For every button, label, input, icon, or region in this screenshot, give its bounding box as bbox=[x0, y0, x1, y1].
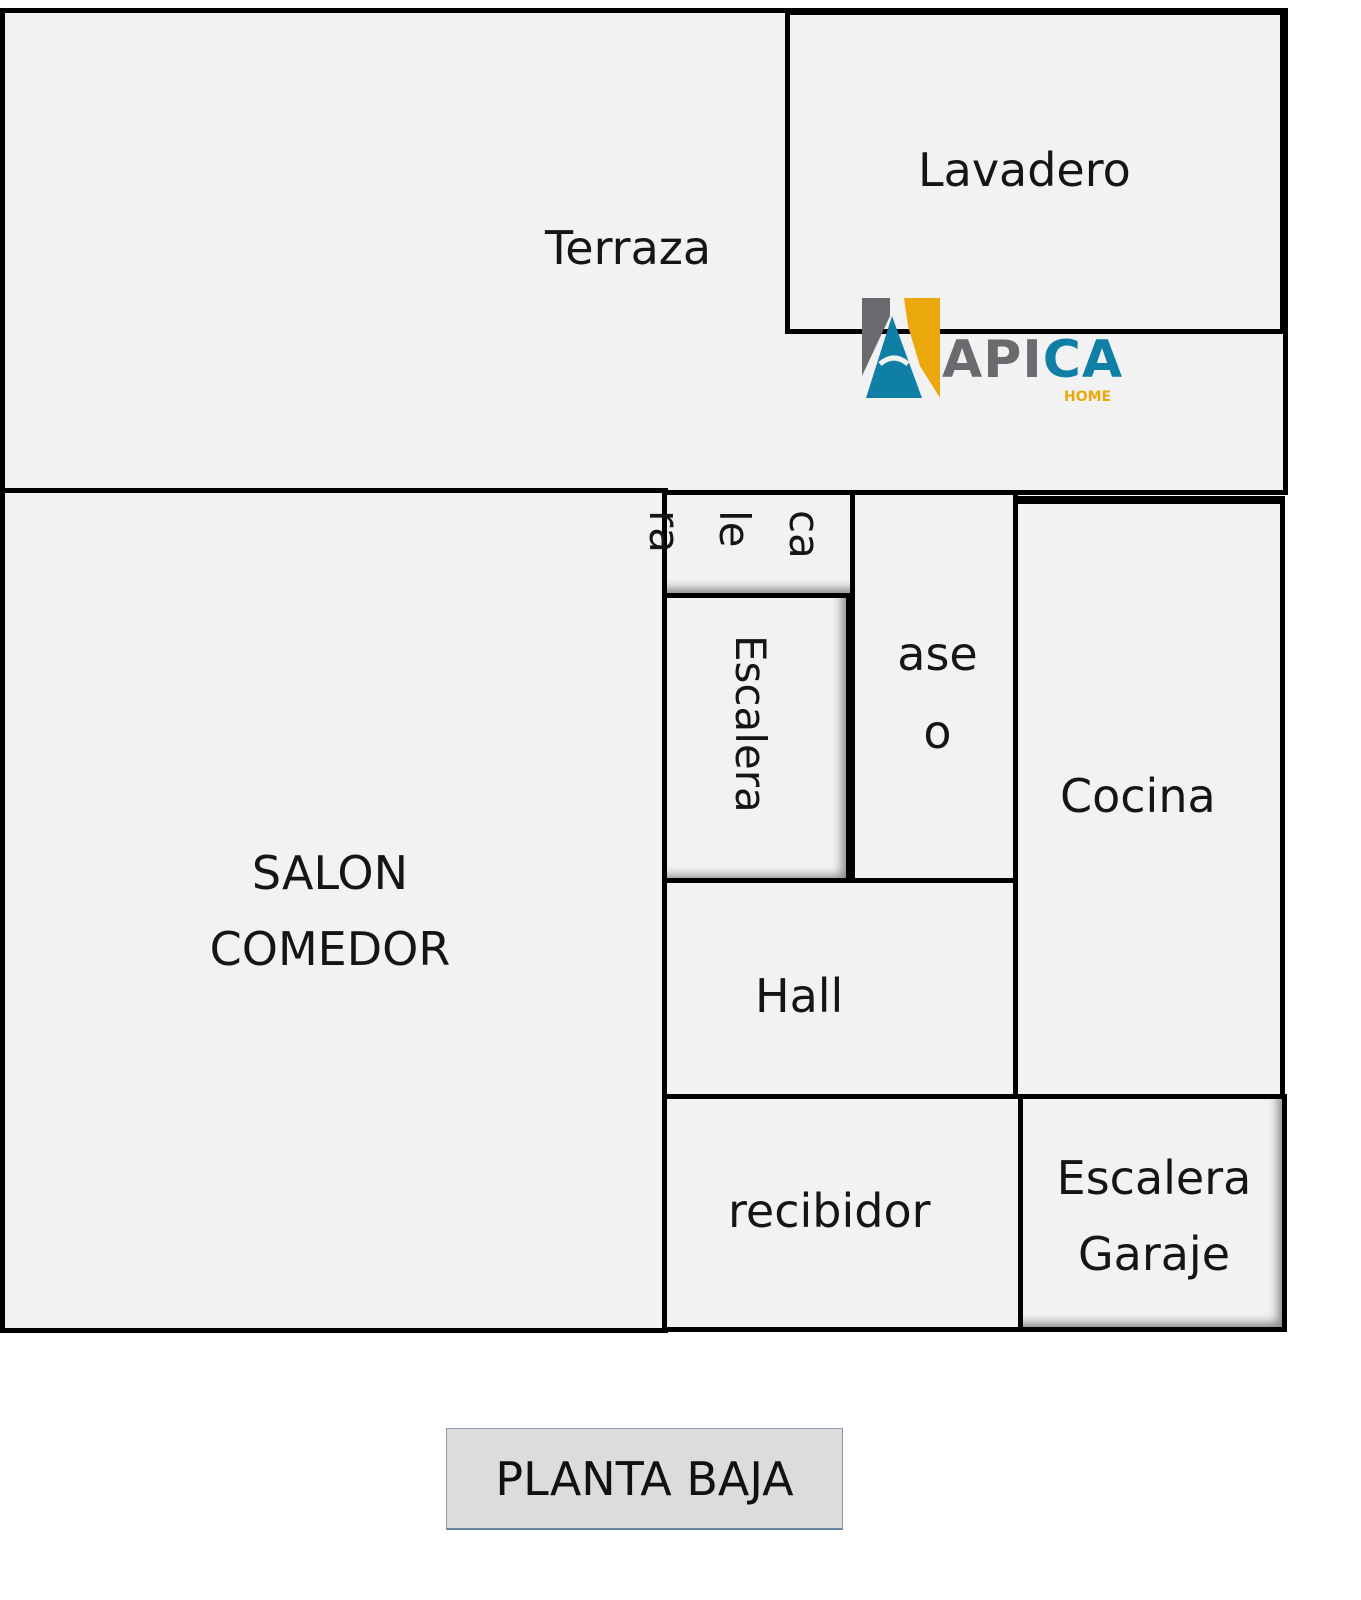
label-part: Escalera bbox=[1056, 1151, 1252, 1205]
room-recibidor bbox=[662, 1094, 1024, 1332]
label-terraza: Terraza bbox=[545, 221, 712, 275]
label-part: ra bbox=[640, 510, 689, 554]
label-cocina: Cocina bbox=[1060, 769, 1216, 823]
room-escalera-garaje bbox=[1018, 1094, 1287, 1332]
logo-subtext: HOME bbox=[1064, 389, 1112, 405]
label-part: ase bbox=[897, 627, 978, 681]
label-salon-comedor: SALON COMEDOR bbox=[190, 835, 470, 987]
room-cocina bbox=[1013, 496, 1285, 1099]
label-escalera-garaje: Escalera Garaje bbox=[1030, 1140, 1278, 1292]
label-part: le bbox=[710, 510, 759, 548]
label-salon: SALON bbox=[251, 846, 409, 900]
room-lavadero bbox=[785, 10, 1285, 334]
label-part: Garaje bbox=[1077, 1227, 1230, 1281]
floor-title-button[interactable]: PLANTA BAJA bbox=[446, 1428, 843, 1530]
label-escalera: Escalera bbox=[726, 635, 775, 813]
label-hall: Hall bbox=[755, 969, 844, 1023]
label-part: o bbox=[923, 705, 952, 759]
apica-logo: APICA HOME bbox=[860, 296, 1124, 411]
label-recibidor: recibidor bbox=[728, 1184, 931, 1238]
label-aseo: ase o bbox=[880, 615, 995, 771]
label-comedor: COMEDOR bbox=[209, 922, 451, 976]
label-part: ca bbox=[780, 510, 829, 559]
logo-mark-icon bbox=[862, 298, 940, 398]
logo-text: APICA bbox=[942, 330, 1124, 390]
label-lavadero: Lavadero bbox=[918, 143, 1131, 197]
